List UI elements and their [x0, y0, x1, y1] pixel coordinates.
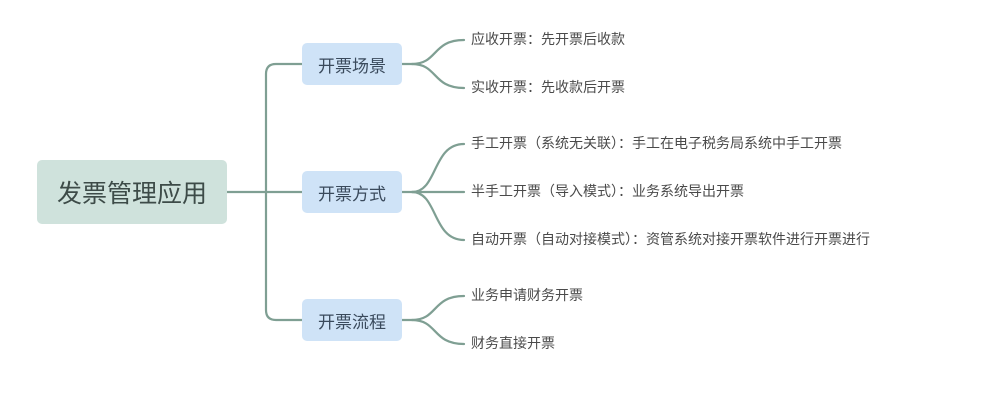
branch-topic-process[interactable]: 开票流程: [302, 299, 402, 341]
root-topic-label: 发票管理应用: [56, 179, 207, 208]
branch-topic-label: 开票方式: [318, 184, 386, 205]
leaf-connector: [410, 294, 466, 322]
leaf-topic[interactable]: 手工开票（系统无关联）：手工在电子税务局系统中手工开票: [471, 136, 842, 152]
branch-topic-label: 开票流程: [318, 312, 386, 333]
leaf-topic[interactable]: 应收开票：先开票后收款: [471, 32, 625, 48]
leaf-topic[interactable]: 实收开票：先收款后开票: [471, 80, 625, 96]
branch-topic-scenario[interactable]: 开票场景: [302, 43, 402, 85]
leaf-topic[interactable]: 业务申请财务开票: [471, 288, 583, 304]
leaf-connector: [410, 190, 466, 242]
leaf-connector: [410, 38, 466, 66]
leaf-connector: [410, 142, 466, 194]
leaf-topic[interactable]: 财务直接开票: [471, 336, 555, 352]
leaf-connector: [410, 318, 466, 346]
leaf-topic[interactable]: 自动开票（自动对接模式）：资管系统对接开票软件进行开票进行: [471, 232, 870, 248]
leaf-connector: [410, 62, 466, 90]
branch-topic-method[interactable]: 开票方式: [302, 171, 402, 213]
branch-topic-label: 开票场景: [318, 56, 386, 77]
root-topic[interactable]: 发票管理应用: [37, 160, 227, 224]
leaf-topic[interactable]: 半手工开票（导入模式）：业务系统导出开票: [471, 184, 744, 200]
trunk-connector: [264, 62, 304, 322]
